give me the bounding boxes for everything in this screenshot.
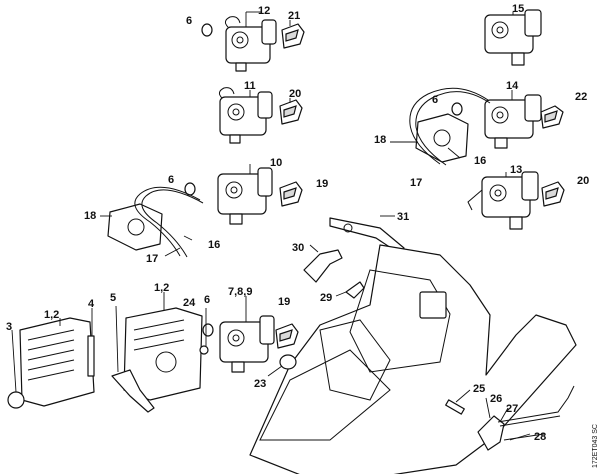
- callout-label: 6: [204, 294, 210, 306]
- callout-label: 30: [292, 242, 304, 254]
- carburetor-13: [467, 171, 539, 230]
- carburetor-7-8-9: [219, 315, 275, 373]
- washer-24: [199, 345, 209, 355]
- callout-label: 20: [577, 175, 589, 187]
- callout-label: 19: [316, 178, 328, 190]
- callout-label: 10: [270, 157, 282, 169]
- callout-label: 22: [575, 91, 587, 103]
- callout-label: 1,2: [154, 282, 169, 294]
- callout-label: 15: [512, 3, 524, 15]
- knob-3: [7, 391, 25, 409]
- callout-label: 27: [506, 403, 518, 415]
- drawing-code: 172ET043 SC: [592, 424, 599, 468]
- callout-label: 6: [186, 15, 192, 27]
- rod-28: [503, 433, 545, 441]
- callout-labels: 6 12 21 15 11 20 6 14 22 18 16 17 10 6 1…: [6, 3, 589, 443]
- callout-label: 11: [244, 80, 256, 92]
- carburetor-12: [224, 16, 277, 72]
- plug-23: [279, 354, 297, 370]
- carburetor-15: [484, 9, 542, 66]
- callout-label: 18: [84, 210, 96, 222]
- callout-label: 20: [289, 88, 301, 100]
- callout-label: 28: [534, 431, 546, 443]
- gasket-plate-14: [415, 113, 469, 163]
- callout-label: 23: [254, 378, 266, 390]
- callout-label: 12: [258, 5, 270, 17]
- gasket-6-a: [201, 23, 213, 37]
- screw-4: [87, 335, 95, 377]
- callout-label: 17: [410, 177, 422, 189]
- callout-label: 19: [278, 296, 290, 308]
- callout-label: 5: [110, 292, 116, 304]
- callout-label: 25: [473, 383, 485, 395]
- callout-label: 16: [208, 239, 220, 251]
- gasket-plate-18: [107, 203, 163, 251]
- carburetor-10: [217, 167, 273, 225]
- callout-label: 1,2: [44, 309, 59, 321]
- filter-cover-1-2-a: [19, 317, 95, 407]
- choke-5: [111, 369, 155, 413]
- gasket-6-d: [202, 323, 214, 337]
- callout-label: 6: [432, 94, 438, 106]
- callout-label: 3: [6, 321, 12, 333]
- callout-label: 21: [288, 10, 300, 22]
- carburetor-14: [484, 94, 542, 149]
- leader-lines: [11, 11, 531, 441]
- pin-25: [445, 399, 465, 415]
- callout-label: 26: [490, 393, 502, 405]
- rod-27: [497, 385, 575, 427]
- callout-label: 6: [168, 174, 174, 186]
- throttle-cable-17-a: [409, 87, 489, 165]
- callout-label: 29: [320, 292, 332, 304]
- callout-label: 17: [146, 253, 158, 265]
- callout-label: 13: [510, 164, 522, 176]
- callout-label: 7,8,9: [228, 286, 252, 298]
- callout-label: 18: [374, 134, 386, 146]
- callout-label: 14: [506, 80, 519, 92]
- throttle-cable-17-b: [134, 186, 201, 257]
- callout-label: 16: [474, 155, 486, 167]
- callout-label: 24: [183, 297, 196, 309]
- callout-label: 4: [88, 298, 95, 310]
- carburetor-11: [218, 87, 273, 144]
- callout-label: 31: [397, 211, 409, 223]
- lever-26: [477, 415, 505, 451]
- gasket-6-b: [451, 102, 463, 116]
- trigger-30: [303, 249, 343, 283]
